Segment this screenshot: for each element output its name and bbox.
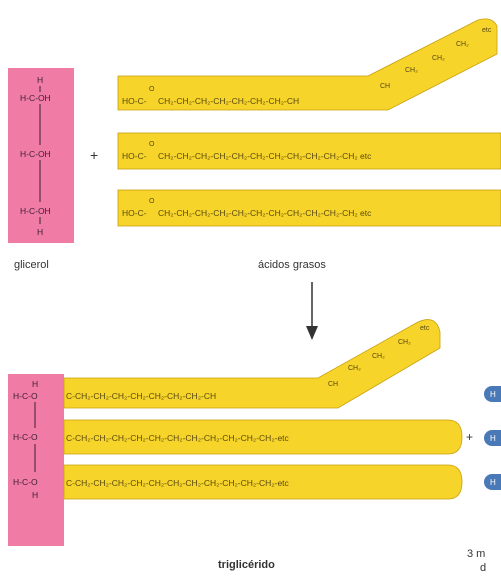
triglyceride-label: triglicérido — [218, 559, 275, 571]
water-molecule-1-label: H — [490, 390, 496, 399]
water-molecule-2 — [484, 430, 501, 446]
triglyceride-chain-1-bent-3: CH₂ — [398, 339, 411, 346]
fatty-acid-1-bar — [117, 18, 498, 111]
glycerol-row-3: H-C-OH — [20, 206, 51, 216]
tg-glycerol-row-1: H-C-O — [13, 391, 38, 401]
water-caption-line-2: d — [480, 562, 486, 574]
water-molecule-3-label: H — [490, 478, 496, 487]
glycerol-row-1: H-C-OH — [20, 93, 51, 103]
triglyceride-chain-1-bent-2: CH₂ — [372, 353, 385, 360]
fatty-acid-3-bar — [117, 189, 501, 227]
fatty-acid-1-chain: CH₂-CH₂-CH₂-CH₂-CH₂-CH₂-CH₂-CH — [158, 96, 299, 106]
water-molecule-2-label: H — [490, 434, 496, 443]
fatty-acid-3-o: O — [149, 198, 155, 205]
water-caption-line-1: 3 m — [467, 548, 485, 560]
glycerol-row-2: H-C-OH — [20, 149, 51, 159]
fatty-acid-2-o: O — [149, 141, 155, 148]
fatty-acid-2-bar — [117, 132, 501, 170]
glycerol-label: glicerol — [14, 259, 49, 271]
tg-glycerol-row-3: H-C-O — [13, 477, 38, 487]
triglyceride-chain-3-text: C-CH₂-CH₂-CH₂-CH₂-CH₂-CH₂-CH₂-CH₂-CH₂-CH… — [66, 478, 290, 488]
fatty-acids-label: ácidos grasos — [258, 259, 326, 271]
fatty-acid-2-head: HO-C- — [122, 151, 147, 161]
tg-glycerol-h-bottom: H — [32, 490, 38, 500]
fatty-acid-1-bent-0: CH — [380, 83, 390, 90]
triglyceride-chain-1-text: C-CH₂-CH₂-CH₂-CH₂-CH₂-CH₂-CH₂-CH — [66, 391, 216, 401]
triglyceride-chain-1-bent-4: etc — [420, 325, 430, 332]
triglyceride-chain-3-bar — [63, 464, 463, 500]
plus-sign: + — [90, 147, 98, 163]
fatty-acid-1-bent-2: CH₂ — [432, 55, 445, 62]
triglyceride-chain-2-bar — [63, 419, 463, 455]
triglyceride-glycerol-box — [8, 374, 64, 546]
triglyceride-chain-1-bar — [63, 319, 441, 409]
fatty-acid-1-bent-4: etc — [482, 27, 492, 34]
triglyceride-chain-2-text: C-CH₂-CH₂-CH₂-CH₂-CH₂-CH₂-CH₂-CH₂-CH₂-CH… — [66, 433, 290, 443]
water-molecule-3 — [484, 474, 501, 490]
glycerol-row-h-top: H — [37, 75, 43, 85]
water-molecule-1 — [484, 386, 501, 402]
tg-glycerol-h-top: H — [32, 379, 38, 389]
glycerol-box — [8, 68, 74, 243]
fatty-acid-1-bent-3: CH₂ — [456, 41, 469, 48]
tg-glycerol-row-2: H-C-O — [13, 432, 38, 442]
water-plus-sign: + — [466, 430, 473, 444]
fatty-acid-1-o: O — [149, 86, 155, 93]
fatty-acid-3-chain: CH₂-CH₂-CH₂-CH₂-CH₂-CH₂-CH₂-CH₂-CH₂-CH₂-… — [158, 208, 372, 218]
triglyceride-chain-1-bent-1: CH₂ — [348, 365, 361, 372]
fatty-acid-1-head: HO-C- — [122, 96, 147, 106]
glycerol-row-h-bottom: H — [37, 227, 43, 237]
fatty-acid-1-bent-1: CH₂ — [405, 67, 418, 74]
fatty-acid-2-chain: CH₂-CH₂-CH₂-CH₂-CH₂-CH₂-CH₂-CH₂-CH₂-CH₂-… — [158, 151, 372, 161]
reaction-arrow-head — [306, 326, 318, 340]
triglyceride-chain-1-bent-0: CH — [328, 381, 338, 388]
fatty-acid-3-head: HO-C- — [122, 208, 147, 218]
